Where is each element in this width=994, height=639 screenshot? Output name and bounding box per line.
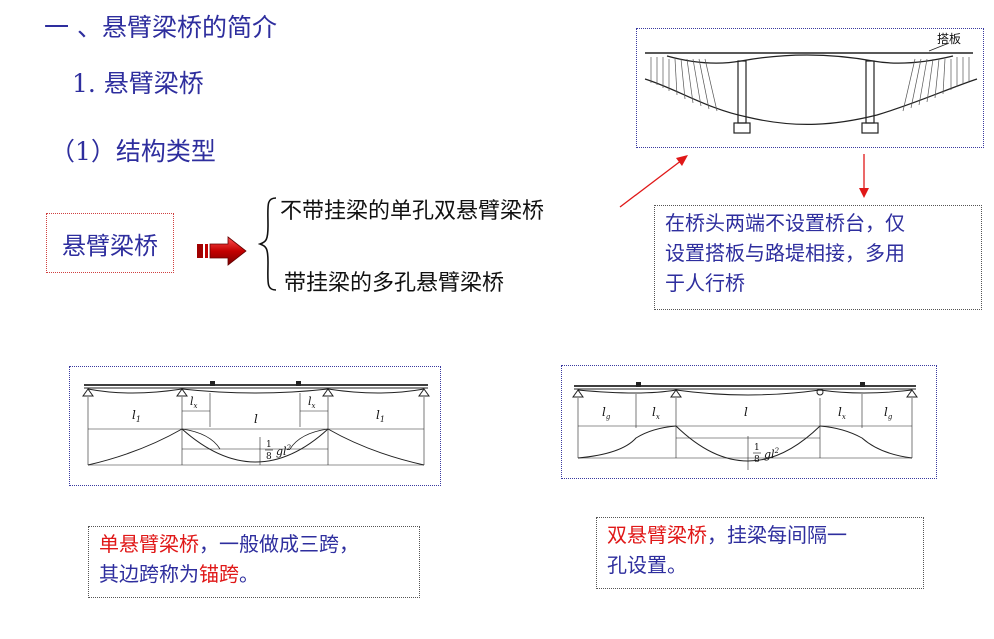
branch-multi-span: 带挂梁的多孔悬臂梁桥	[284, 271, 505, 296]
double-cantilever-figure: lg lx l lx lg 1 8 gl2	[561, 365, 937, 479]
svg-text:l1: l1	[132, 408, 141, 424]
svg-text:lx: lx	[652, 405, 660, 421]
svg-text:l: l	[744, 405, 748, 419]
caption-right-term: 双悬臂梁桥	[607, 523, 707, 547]
caption-left-desc2: 其边跨称为	[99, 562, 199, 586]
svg-text:gl2: gl2	[764, 447, 780, 461]
single-cantilever-caption: 单悬臂梁桥，一般做成三跨， 其边跨称为锚跨。	[88, 526, 420, 598]
svg-text:lg: lg	[602, 405, 611, 421]
abutment-note-box: 在桥头两端不设置桥台，仅 设置搭板与路堤相接，多用 于人行桥	[654, 205, 982, 310]
svg-text:1: 1	[266, 440, 272, 450]
double-cantilever-caption: 双悬臂梁桥，挂梁每间隔一 孔设置。	[596, 517, 924, 589]
note-line-2: 设置搭板与路堤相接，多用	[665, 241, 905, 265]
cantilever-bridge-label-box: 悬臂梁桥	[46, 213, 174, 273]
svg-text:8: 8	[266, 452, 272, 462]
svg-text:1: 1	[754, 443, 760, 453]
subsection-heading: 1. 悬臂梁桥	[72, 69, 204, 98]
caption-left-desc: ，一般做成三跨，	[199, 532, 359, 556]
svg-text:8: 8	[754, 455, 760, 465]
branch-single-span: 不带挂梁的单孔双悬臂梁桥	[280, 199, 545, 224]
note-line-3: 于人行桥	[665, 271, 745, 295]
caption-left-period: 。	[239, 562, 259, 586]
cantilever-bridge-label: 悬臂梁桥	[62, 231, 158, 260]
svg-text:lg: lg	[884, 405, 893, 421]
caption-right-desc: ，挂梁每间隔一	[707, 523, 847, 547]
svg-text:l1: l1	[376, 408, 385, 424]
svg-text:lx: lx	[190, 395, 198, 410]
bridge-elevation-drawing: 搭板	[644, 32, 978, 134]
caption-right-desc2: 孔设置。	[607, 553, 687, 577]
right-arrow-icon	[197, 236, 247, 266]
svg-text:lx: lx	[308, 395, 316, 410]
brace-icon	[258, 197, 277, 291]
structure-type-heading: （1）结构类型	[50, 137, 216, 166]
svg-text:l: l	[254, 412, 258, 426]
caption-left-anchor-span: 锚跨	[199, 562, 239, 586]
svg-text:gl2: gl2	[276, 444, 292, 458]
top-bridge-figure: 搭板	[636, 28, 984, 148]
svg-text:lx: lx	[838, 405, 846, 421]
double-cantilever-diagram: lg lx l lx lg 1 8 gl2	[572, 382, 918, 470]
section-heading: 一 、悬臂梁桥的简介	[44, 13, 277, 42]
approach-slab-label: 搭板	[937, 32, 961, 46]
single-cantilever-figure: l1 lx l lx l1 1 8 gl2	[69, 366, 441, 486]
caption-left-term: 单悬臂梁桥	[99, 532, 199, 556]
note-line-1: 在桥头两端不设置桥台，仅	[665, 211, 905, 235]
single-cantilever-diagram: l1 lx l lx l1 1 8 gl2	[82, 381, 430, 466]
